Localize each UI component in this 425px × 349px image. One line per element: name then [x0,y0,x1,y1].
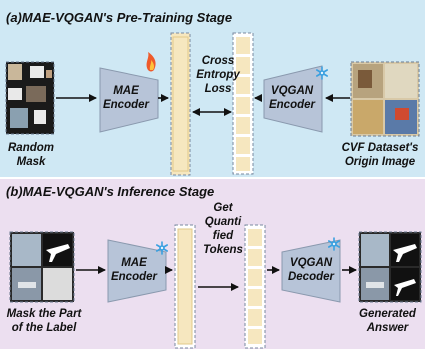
pretraining-title: (a)MAE-VQGAN's Pre-Training Stage [6,10,233,25]
vqgan-decoder-block [281,239,341,303]
generated-answer-image [358,231,422,303]
snowflake-icon [156,241,168,255]
inference-title: (b)MAE-VQGAN's Inference Stage [6,184,215,199]
masked-label-image [9,231,75,303]
snowflake-icon [315,66,329,80]
origin-image [350,61,420,137]
mae-encoder-block [99,67,159,133]
mae-encoder-block-inference [107,239,167,303]
target-token-column [232,32,254,175]
quantified-token-column [244,224,266,349]
vqgan-encoder-block [263,65,323,133]
predicted-token-column [170,32,191,176]
snowflake-icon [327,237,341,251]
fire-icon [146,52,156,72]
predicted-token-column-inference [174,224,196,349]
masked-input-image [5,61,55,135]
